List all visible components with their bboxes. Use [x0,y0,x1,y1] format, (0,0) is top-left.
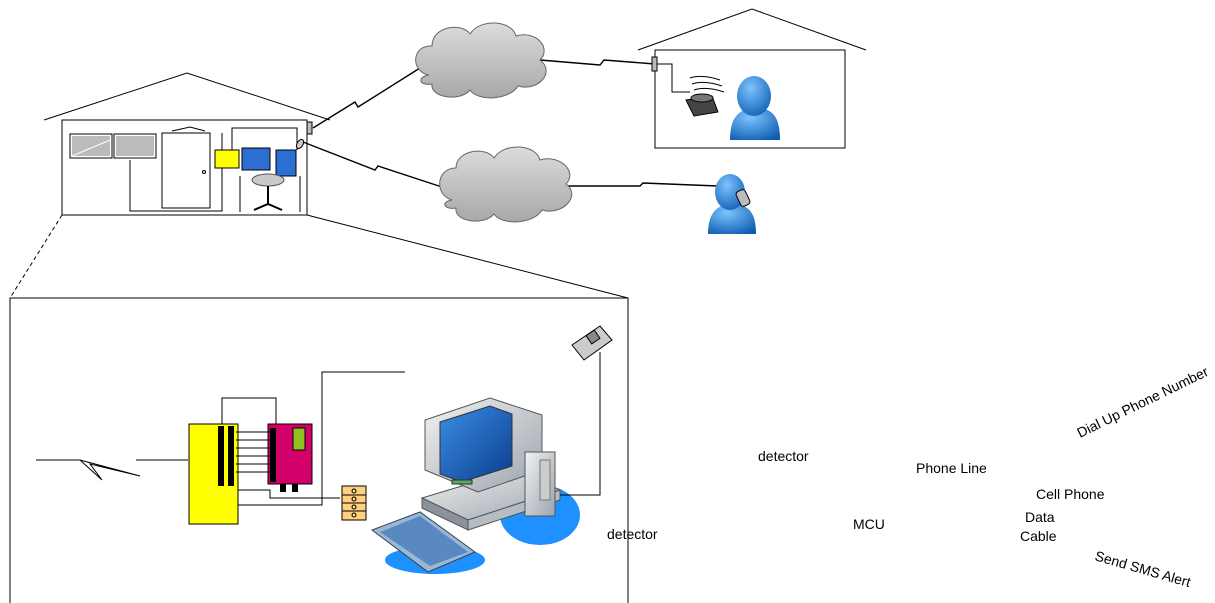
cloud-icon [439,146,573,223]
remote-phone-wire [657,63,690,93]
zoom-line-left [9,214,63,299]
relay-pins [270,428,298,492]
label-mcu: MCU [853,516,885,532]
board-wires [221,371,405,506]
label-dial-up: Dial Up Phone Number [1074,363,1211,441]
cellphone-icon [571,325,613,361]
window-icon [69,133,157,159]
person-icon [730,76,780,140]
phone-wall-plate [341,485,367,521]
label-phone-line: Phone Line [916,460,987,476]
label-detector-bottom: detector [607,526,658,542]
home-desk-computer [239,147,301,212]
home-phone-jack [295,121,313,150]
link-house-to-cloud1 [312,59,656,129]
label-data-cable-2: Cable [1020,528,1057,544]
label-send-sms: Send SMS Alert [1093,548,1193,591]
computer-icon [370,397,580,574]
zoom-line-right [306,214,629,299]
home-mcu-box [214,149,240,169]
cloud-icon [415,22,547,99]
remote-phone-jack [651,56,658,72]
data-cable [560,352,601,496]
label-detector-top: detector [758,448,809,464]
mcu-pins [218,426,234,486]
telephone-icon [685,75,725,117]
cellphone-icon [735,189,751,207]
home-wiring [231,127,298,150]
label-cell-phone: Cell Phone [1036,486,1105,502]
person-icon [708,174,756,234]
door-icon [129,126,223,212]
door-sensor [36,459,188,481]
label-data-cable-1: Data [1025,509,1055,525]
zoom-frame [9,297,629,603]
link-house-to-cloud2 [302,141,719,189]
relay-chip [292,427,306,451]
